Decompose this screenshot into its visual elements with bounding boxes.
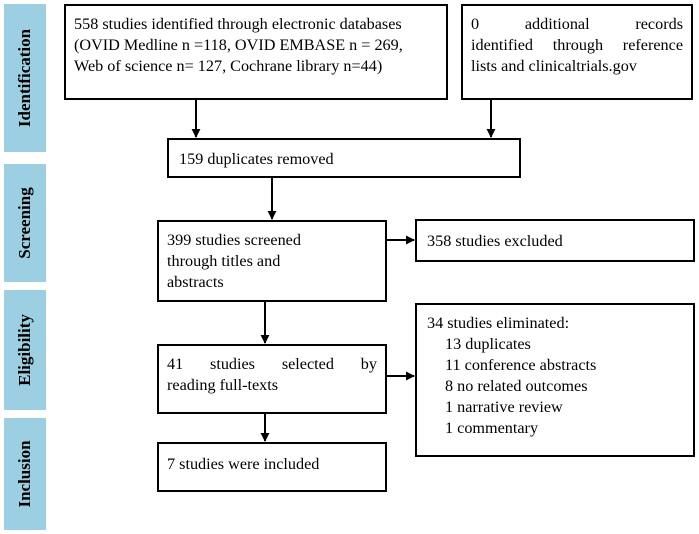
selected-word: 41 <box>167 355 184 373</box>
databases-box: 558 studies identified through electroni… <box>64 4 448 100</box>
selected-line-1: 41 studies selected by <box>167 354 377 375</box>
included-text: 7 studies were included <box>167 455 320 473</box>
additional-line-1: 0 additional records <box>471 14 683 35</box>
phase-screening: Screening <box>4 164 46 282</box>
additional-word: records <box>635 15 683 33</box>
selected-box: 41 studies selected by reading full-text… <box>157 344 387 414</box>
screened-line-3: abstracts <box>167 273 224 291</box>
duplicates-removed-box: 159 duplicates removed <box>167 138 521 178</box>
eliminated-box: 34 studies eliminated: 13 duplicates 11 … <box>415 303 695 457</box>
phase-eligibility: Eligibility <box>4 290 46 410</box>
phase-inclusion: Inclusion <box>4 418 46 530</box>
screened-box: 399 studies screened through titles and … <box>157 220 387 302</box>
eliminated-item: 8 no related outcomes <box>445 377 588 395</box>
excluded-box: 358 studies excluded <box>415 219 695 262</box>
additional-word: 0 <box>471 15 480 33</box>
screened-line-2: through titles and <box>167 252 281 270</box>
additional-line-2: identified through reference <box>471 36 683 54</box>
selected-line-2: reading full-texts <box>167 376 279 394</box>
eliminated-item: 13 duplicates <box>445 335 531 353</box>
databases-line-2: (OVID Medline n =118, OVID EMBASE n = 26… <box>74 36 403 54</box>
eliminated-item: 11 conference abstracts <box>445 356 597 374</box>
selected-word: selected <box>281 355 334 373</box>
screened-line-1: 399 studies screened <box>167 231 301 249</box>
phase-identification: Identification <box>4 4 46 152</box>
eliminated-title: 34 studies eliminated: <box>427 314 570 332</box>
eliminated-item: 1 commentary <box>445 419 539 437</box>
selected-word: by <box>360 355 377 373</box>
eliminated-item: 1 narrative review <box>445 398 563 416</box>
duplicates-removed-text: 159 duplicates removed <box>179 150 334 168</box>
additional-word: additional <box>524 15 590 33</box>
selected-word: studies <box>210 355 255 373</box>
additional-line-3: lists and clinicaltrials.gov <box>471 57 637 75</box>
excluded-text: 358 studies excluded <box>427 232 563 250</box>
included-box: 7 studies were included <box>157 442 387 492</box>
databases-line-3: Web of science n= 127, Cochrane library … <box>74 57 383 75</box>
additional-records-box: 0 additional records identified through … <box>461 4 693 100</box>
databases-line-1: 558 studies identified through electroni… <box>74 15 402 33</box>
